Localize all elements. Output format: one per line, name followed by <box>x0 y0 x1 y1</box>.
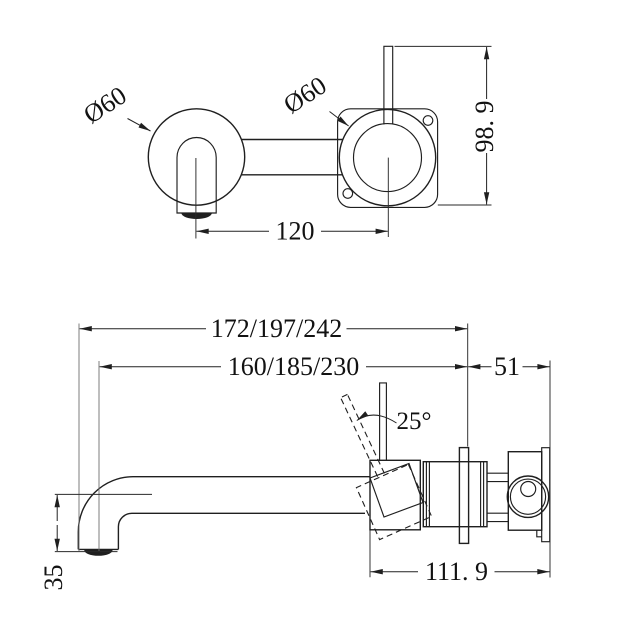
mixer-escutcheon <box>338 45 437 237</box>
inlet-screw <box>520 480 537 498</box>
dim-spout-drop-label: 35 <box>39 565 68 591</box>
screw-hole-top-right <box>422 115 434 126</box>
lever-rotated-ghost <box>340 393 385 477</box>
dim-body-length-label: 111. 9 <box>425 557 488 586</box>
front-view: 172/197/242 160/185/230 51 25° 111. 9 <box>39 314 551 591</box>
wall-plate <box>458 446 470 545</box>
dim-outlet-reach: 160/185/230 <box>99 352 468 381</box>
dim-outlet-reach-label: 160/185/230 <box>228 352 359 381</box>
dim-handle-angle: 25° <box>356 408 432 435</box>
dim-center-spacing: 120 <box>196 217 388 246</box>
dim-center-spacing-label: 120 <box>276 217 315 246</box>
spout-outlet-shadow <box>181 213 212 220</box>
dim-handle-angle-label: 25° <box>397 408 432 435</box>
cartridge-housing <box>422 461 488 528</box>
dim-wall-plate-depth-label: 51 <box>494 352 520 381</box>
connector-bar <box>241 138 343 176</box>
dim-body-length: 111. 9 <box>370 557 550 586</box>
spout-outlet-front <box>176 137 217 214</box>
handle-lever <box>379 382 387 461</box>
dim-handle-height-label: 98. 9 <box>470 101 499 153</box>
handle-rotated-ghost <box>355 463 433 541</box>
dim-handle-height: 98. 9 <box>394 45 499 206</box>
handle-assembly <box>340 382 433 541</box>
inlet-port-outer <box>506 475 550 519</box>
screw-hole-bottom-left <box>342 188 354 199</box>
dim-spout-drop: 35 <box>39 495 68 591</box>
dim-overall-reach-label: 172/197/242 <box>211 314 342 343</box>
handle-rod-top <box>383 45 394 125</box>
spout-escutcheon <box>147 108 246 239</box>
inlet-port-inner <box>509 478 547 515</box>
dim-wall-plate-depth: 51 <box>468 352 550 381</box>
extension-lines <box>54 323 551 578</box>
dim-overall-reach: 172/197/242 <box>79 314 468 343</box>
